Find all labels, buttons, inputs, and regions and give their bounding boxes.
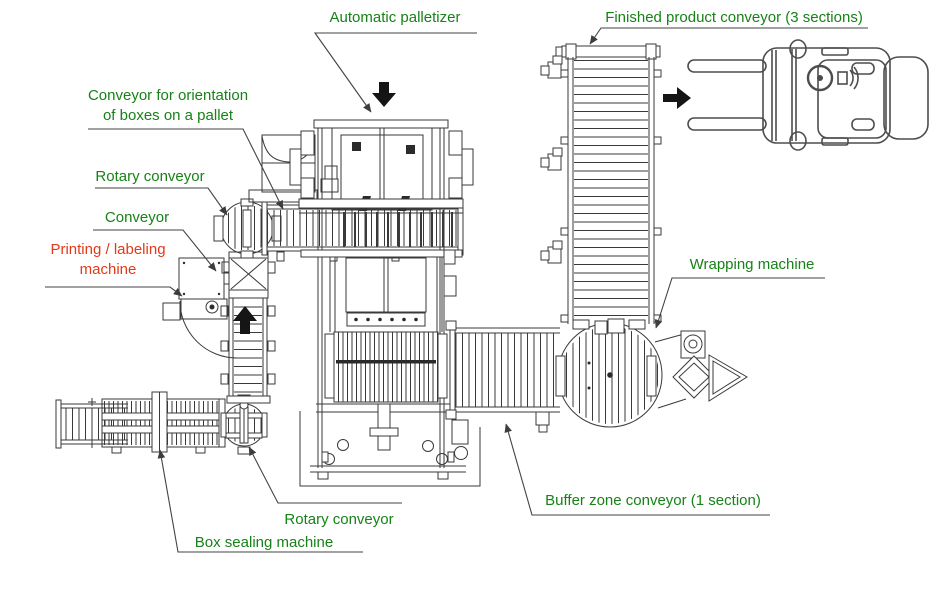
label-buffer-zone-conveyor: Buffer zone conveyor (1 section) (545, 492, 761, 509)
rotary-conveyor-bottom-drawing (220, 394, 268, 455)
wrapping-machine-drawing (555, 318, 748, 428)
label-wrapping-machine: Wrapping machine (689, 256, 815, 273)
finished-product-conveyor-drawing (540, 43, 662, 330)
flow-up-arrow-icon (233, 306, 257, 334)
leader-box-sealing-machine (157, 449, 363, 553)
label-box-sealing-machine: Box sealing machine (194, 534, 334, 551)
flow-down-arrow-icon (372, 82, 396, 107)
buffer-zone-conveyor-drawing (445, 320, 560, 433)
label-orientation-conveyor-line2: of boxes on a pallet (102, 107, 234, 124)
flow-arrows (233, 82, 691, 334)
label-printing-labeling-line1: Printing / labeling (50, 241, 166, 258)
leader-wrapping-machine (654, 277, 825, 329)
leader-automatic-palletizer (313, 32, 477, 113)
leader-conveyor (93, 229, 217, 272)
label-orientation-conveyor: Conveyor for orientation of boxes on a p… (88, 86, 248, 126)
printing-labeling-machine-drawing (162, 257, 238, 359)
label-printing-labeling-line2: machine (79, 261, 137, 278)
label-finished-product-conveyor: Finished product conveyor (3 sections) (605, 9, 863, 26)
label-rotary-conveyor-top: Rotary conveyor (95, 168, 205, 185)
leader-rotary-conveyor-bottom (248, 446, 402, 504)
forklift-drawing (687, 39, 929, 151)
automatic-palletizer-drawing (289, 119, 481, 487)
leader-finished-product-conveyor (589, 27, 868, 45)
leader-rotary-conveyor-top (95, 187, 228, 216)
box-sealing-machine-drawing (101, 391, 226, 454)
leader-printing-labeling (45, 286, 183, 297)
label-conveyor: Conveyor (104, 209, 170, 226)
leader-lines (45, 27, 868, 553)
label-orientation-conveyor-line1: Conveyor for orientation (87, 87, 249, 104)
flow-right-arrow-icon (663, 87, 691, 109)
leader-orientation-conveyor (88, 128, 284, 210)
label-automatic-palletizer: Automatic palletizer (329, 9, 461, 26)
leader-buffer-zone-conveyor (504, 423, 770, 516)
label-printing-labeling-machine: Printing / labeling machine (50, 240, 165, 280)
label-rotary-conveyor-bottom: Rotary conveyor (284, 511, 394, 528)
